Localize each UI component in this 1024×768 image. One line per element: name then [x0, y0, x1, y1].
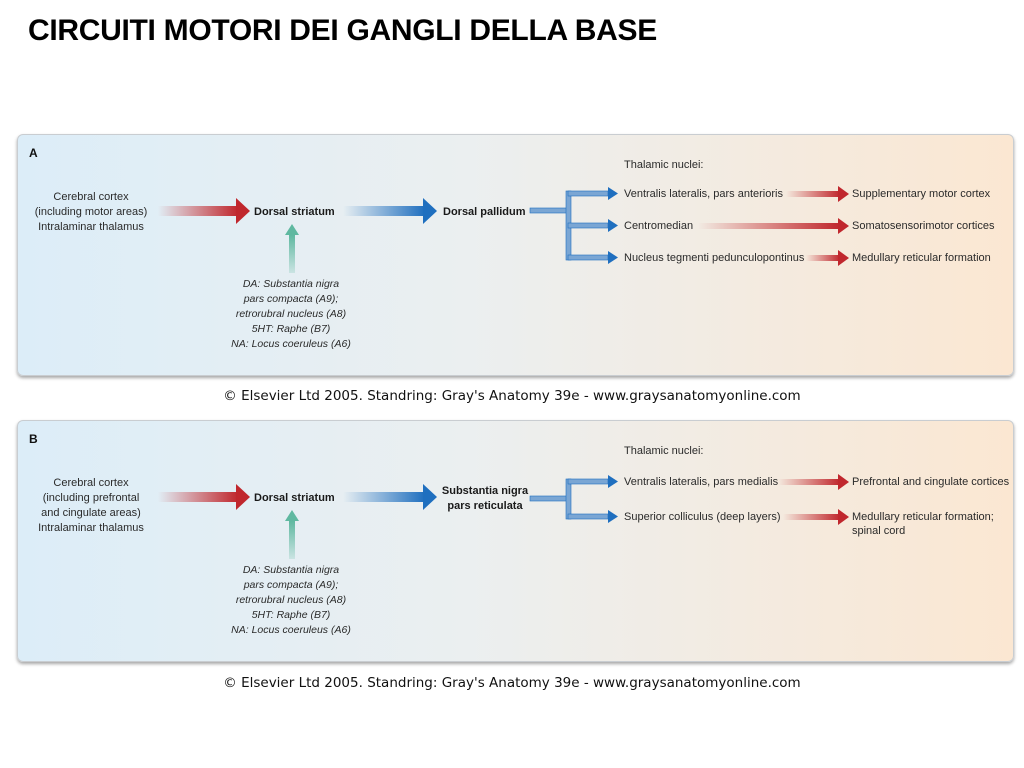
slide-title: CIRCUITI MOTORI DEI GANGLI DELLA BASE	[28, 14, 657, 47]
cortex-target: spinal cord	[852, 525, 905, 537]
modulator-line: retrorubral nucleus (A8)	[236, 594, 346, 606]
excitatory-arrow	[783, 509, 849, 525]
modulator-line: DA: Substantia nigra	[243, 278, 339, 290]
excitatory-arrow	[778, 474, 849, 490]
modulator-line: retrorubral nucleus (A8)	[236, 308, 346, 320]
output-nucleus-label: Substantia nigra	[442, 485, 529, 497]
modulator-line: 5HT: Raphe (B7)	[252, 609, 331, 621]
thalamic-nucleus: Ventralis lateralis, pars medialis	[624, 476, 779, 488]
cortex-target: Supplementary motor cortex	[852, 188, 991, 200]
panel-b: B Cerebral cortex (including prefrontal …	[17, 420, 1014, 662]
striatum-label: Dorsal striatum	[254, 492, 335, 504]
thalamic-nucleus: Superior colliculus (deep layers)	[624, 511, 781, 523]
modulator-line: NA: Locus coeruleus (A6)	[231, 624, 351, 636]
branch-connector	[529, 190, 609, 261]
thalamic-header: Thalamic nuclei:	[624, 445, 703, 457]
panel-label: A	[29, 146, 38, 160]
striatum-label: Dorsal striatum	[254, 206, 335, 218]
modulatory-arrow	[285, 224, 299, 273]
modulatory-arrow	[285, 510, 299, 559]
input-line: Cerebral cortex	[53, 191, 129, 203]
excitatory-arrow	[158, 484, 250, 510]
diagram-b-svg: B Cerebral cortex (including prefrontal …	[29, 432, 1010, 636]
cortex-target: Medullary reticular formation	[852, 252, 991, 264]
cortex-target: Medullary reticular formation;	[852, 511, 994, 523]
modulator-line: NA: Locus coeruleus (A6)	[231, 338, 351, 350]
branch-arrowhead	[608, 219, 618, 232]
branch-arrowhead	[608, 187, 618, 200]
thalamic-nucleus: Centromedian	[624, 220, 693, 232]
modulator-line: DA: Substantia nigra	[243, 564, 339, 576]
modulator-line: 5HT: Raphe (B7)	[252, 323, 331, 335]
thalamic-header: Thalamic nuclei:	[624, 159, 703, 171]
cortex-target: Prefrontal and cingulate cortices	[852, 476, 1010, 488]
branch-arrowhead	[608, 251, 618, 264]
branch-connector	[529, 478, 609, 520]
cortex-target: Somatosensorimotor cortices	[852, 220, 995, 232]
diagram-a-svg: A Cerebral cortex (including motor areas…	[29, 146, 995, 350]
input-line: Intralaminar thalamus	[38, 221, 144, 233]
branch-arrowhead	[608, 475, 618, 488]
thalamic-nucleus: Ventralis lateralis, pars anterioris	[624, 188, 783, 200]
output-nucleus-label: pars reticulata	[447, 500, 523, 512]
thalamic-nucleus: Nucleus tegmenti pedunculopontinus	[624, 252, 805, 264]
excitatory-arrow	[698, 218, 849, 234]
excitatory-arrow	[786, 186, 849, 202]
output-nucleus-label: Dorsal pallidum	[443, 206, 526, 218]
modulator-line: pars compacta (A9);	[243, 293, 339, 305]
panel-label: B	[29, 432, 38, 446]
copyright-credit: © Elsevier Ltd 2005. Standring: Gray's A…	[223, 675, 801, 691]
input-line: (including prefrontal	[43, 492, 140, 504]
input-line: Intralaminar thalamus	[38, 522, 144, 534]
inhibitory-arrow	[343, 198, 437, 224]
panel-a: A Cerebral cortex (including motor areas…	[17, 134, 1014, 376]
copyright-credit: © Elsevier Ltd 2005. Standring: Gray's A…	[223, 388, 801, 404]
inhibitory-arrow	[343, 484, 437, 510]
modulator-line: pars compacta (A9);	[243, 579, 339, 591]
input-line: (including motor areas)	[35, 206, 148, 218]
input-line: Cerebral cortex	[53, 477, 129, 489]
excitatory-arrow	[158, 198, 250, 224]
excitatory-arrow	[806, 250, 849, 266]
input-line: and cingulate areas)	[41, 507, 141, 519]
branch-arrowhead	[608, 510, 618, 523]
